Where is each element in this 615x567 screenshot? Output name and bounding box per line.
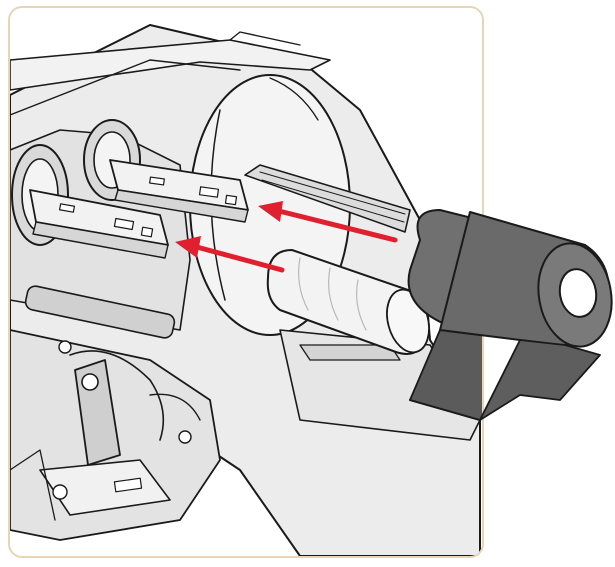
print-mechanism <box>10 285 221 541</box>
arrow-upper-spindle <box>258 201 398 243</box>
ribbon-roll-end <box>439 211 613 421</box>
arrow-lower-spindle <box>175 236 285 273</box>
upper-ribbon-spindle <box>109 159 249 223</box>
ribbon-shaft <box>244 164 411 233</box>
empty-ribbon-core <box>266 249 430 355</box>
lower-ribbon-spindle <box>29 189 169 259</box>
